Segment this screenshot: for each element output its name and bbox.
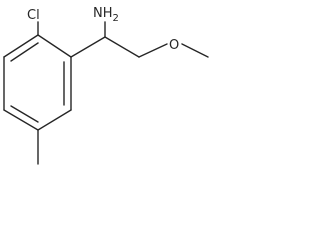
bond-layer	[3, 21, 209, 165]
bond-c2-ca	[70, 36, 106, 58]
bond-ch2-o	[138, 43, 168, 58]
bond-ring-c3-c4	[37, 109, 72, 131]
bond-ring-c4-c5	[3, 109, 39, 131]
bond-o-ch3	[181, 43, 209, 58]
bond-ring-inner-c1-c6	[10, 42, 39, 62]
oxygen-label: O	[169, 38, 179, 53]
chlorine-label: Cl	[27, 8, 40, 23]
bond-ring-c1-c2	[37, 34, 72, 58]
bond-ring-inner-c4-c5	[10, 105, 39, 123]
molecule-structure: Cl NH2 O	[3, 6, 209, 165]
bond-ring-c6-c1	[3, 34, 39, 58]
label-layer: Cl NH2 O	[27, 6, 179, 53]
amine-label: NH2	[93, 6, 119, 24]
bond-ca-ch2	[104, 36, 140, 58]
